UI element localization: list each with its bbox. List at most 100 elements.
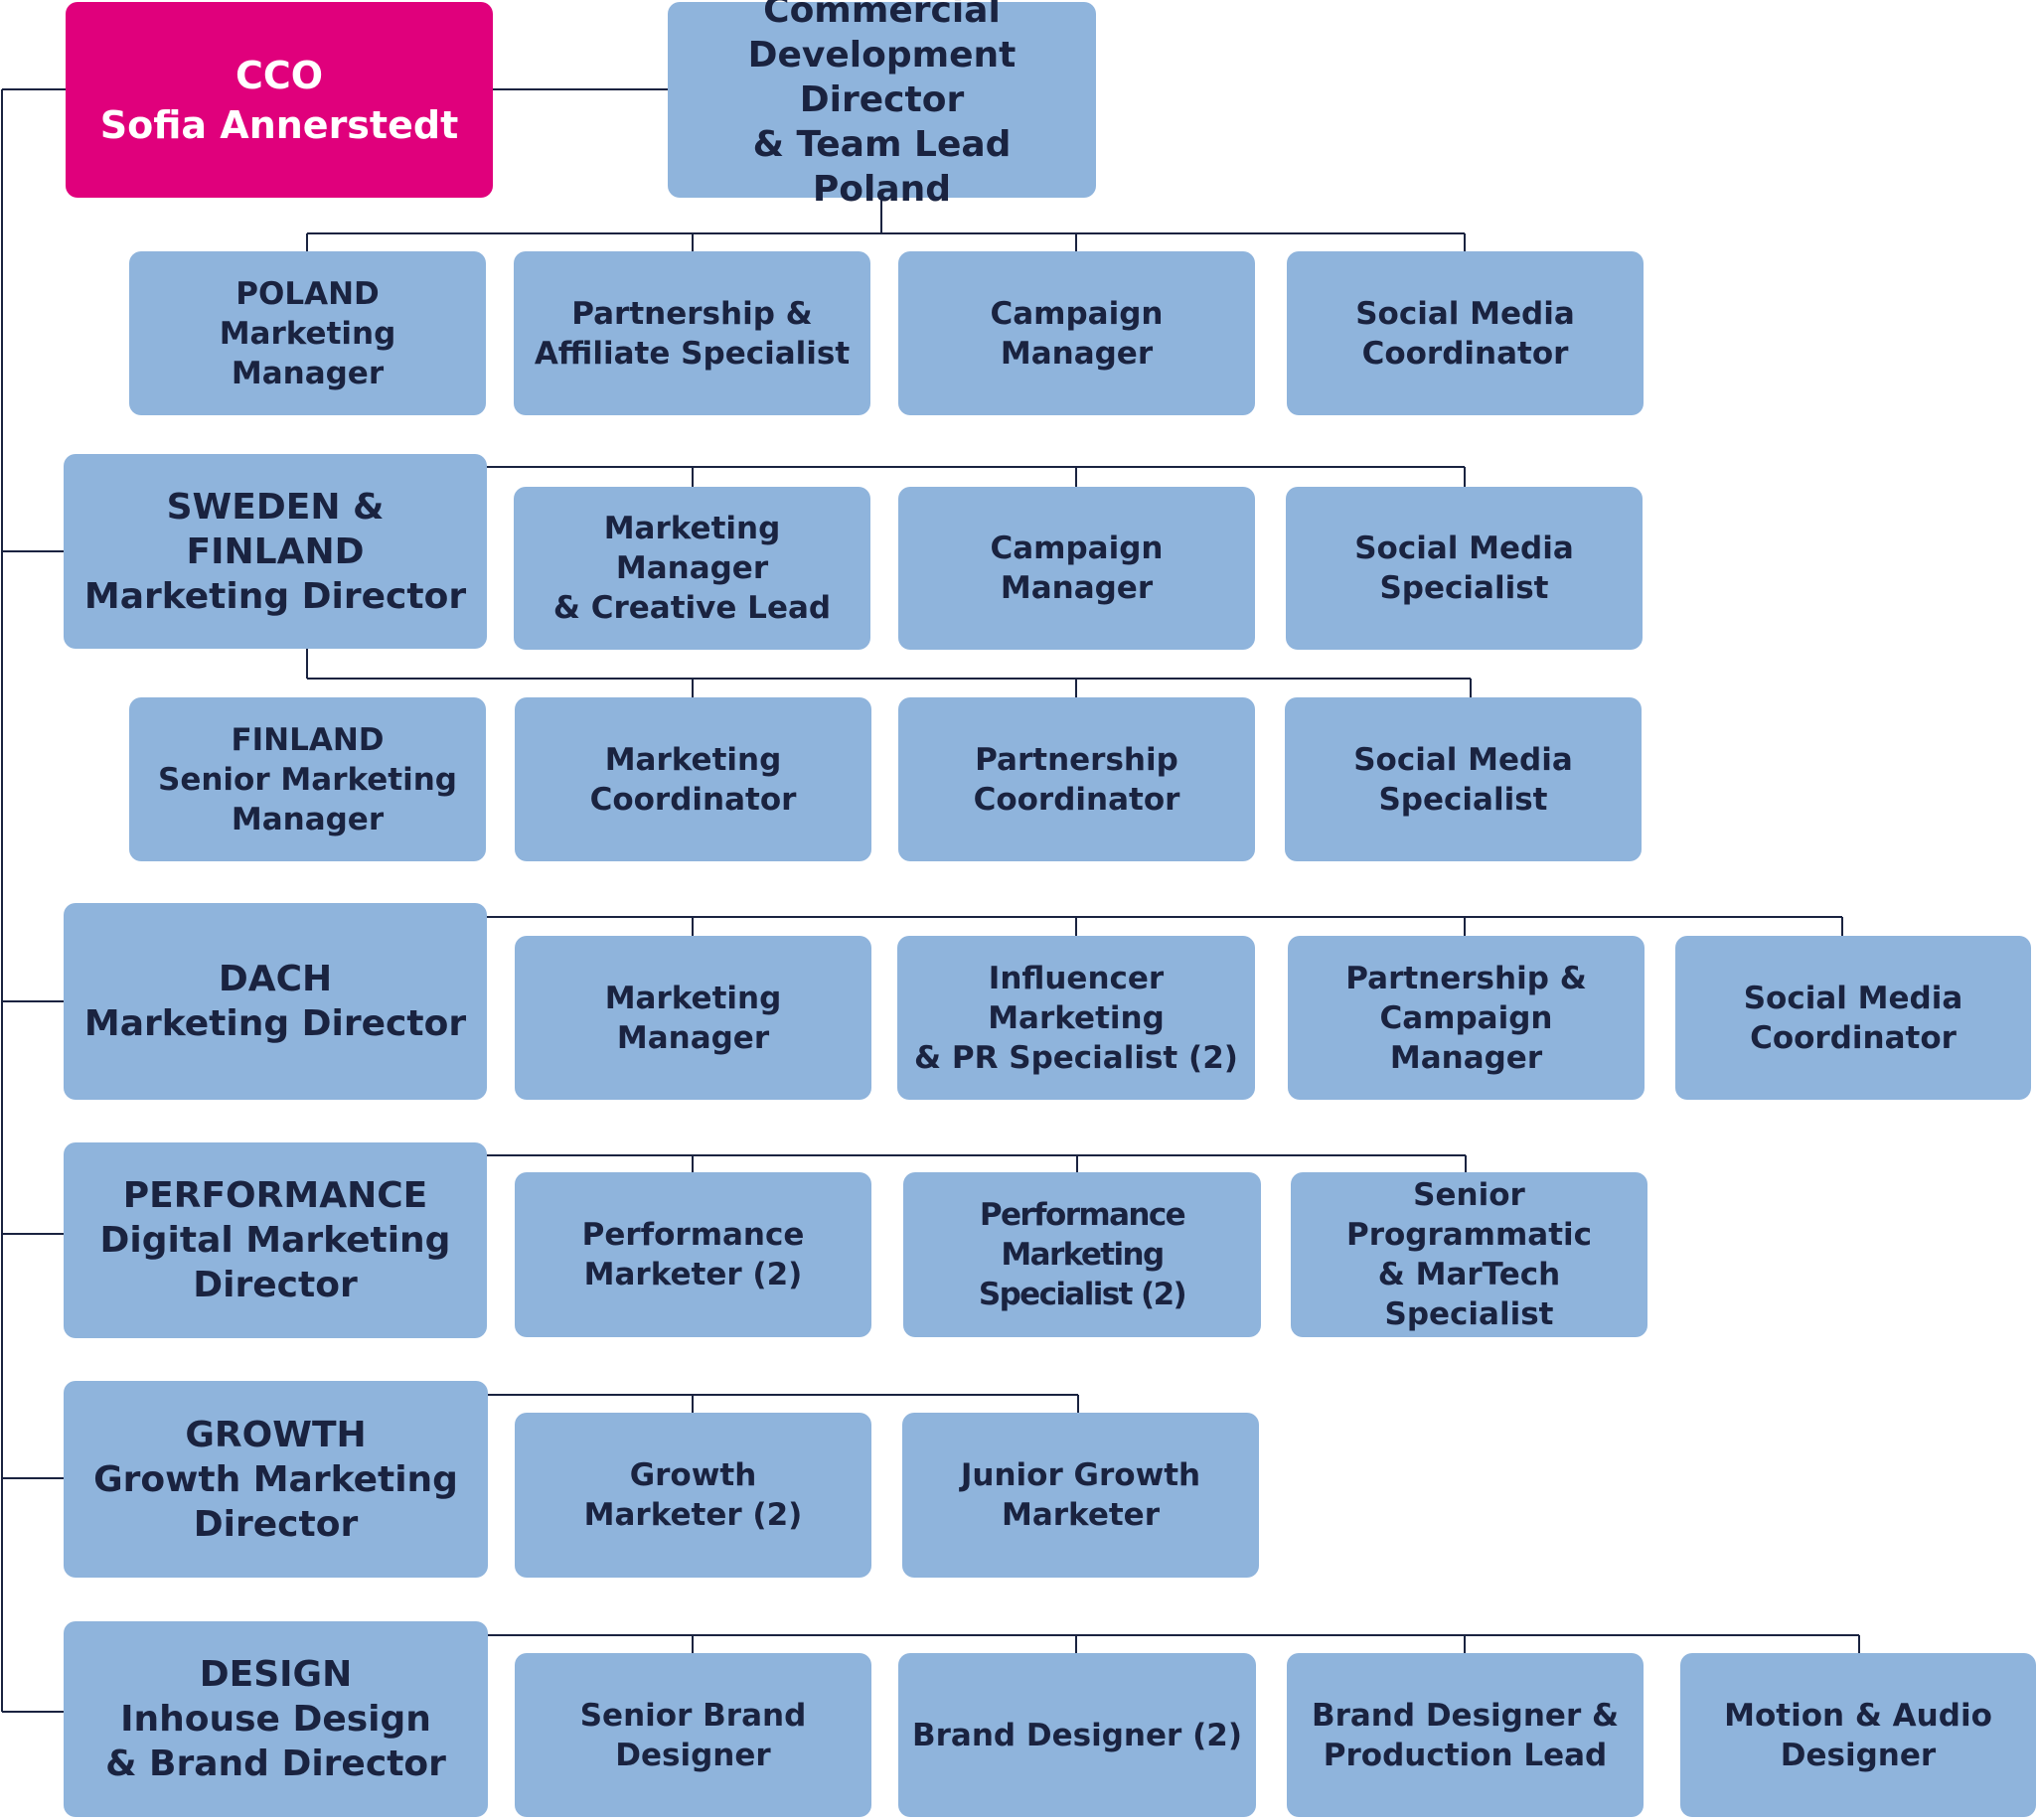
partnership-campaign-manager-box: Partnership & Campaign Manager (1288, 936, 1645, 1100)
performance-marketing-specialist-box: Performance Marketing Specialist (2) (903, 1172, 1261, 1337)
box-line: Social Media (1355, 295, 1575, 332)
performance-marketer-box: Performance Marketer (2) (515, 1172, 871, 1337)
box-line: Senior Programmatic (1345, 1177, 1593, 1253)
sweden-campaign-manager-box: Campaign Manager (898, 487, 1255, 650)
box-line: Digital Marketing (99, 1220, 451, 1261)
cco-box: CCO Sofia Annerstedt (66, 2, 493, 198)
poland-marketing-manager-box: POLAND Marketing Manager (129, 251, 486, 415)
box-line: Partnership & (1345, 960, 1587, 996)
cco-name: Sofia Annerstedt (99, 102, 459, 147)
finland-bus-line (306, 649, 1472, 697)
box-line: Director (193, 1503, 359, 1545)
box-line: Social Media (1354, 531, 1574, 566)
growth-director-box: GROWTH Growth Marketing Director (64, 1381, 488, 1578)
motion-audio-designer-box: Motion & Audio Designer (1680, 1653, 2036, 1817)
box-line: Inhouse Design (120, 1699, 431, 1740)
box-line: Marketer (1001, 1497, 1160, 1533)
box-line: Partnership & (571, 295, 813, 332)
box-line: Designer (1780, 1737, 1937, 1773)
box-line: Performance Marketing (979, 1197, 1186, 1273)
poland-social-media-coordinator-box: Social Media Coordinator (1287, 251, 1644, 415)
box-line: Marketing (604, 741, 782, 778)
dach-director-box: DACH Marketing Director (64, 903, 487, 1100)
box-line: PERFORMANCE (122, 1175, 428, 1216)
box-line: Marketing Director (83, 1003, 467, 1044)
box-line: & Brand Director (105, 1744, 446, 1784)
poland-bus-line (306, 197, 1466, 251)
box-line: Campaign Manager (990, 531, 1164, 606)
box-line: Partnership (975, 741, 1178, 778)
marketing-manager-creative-lead-box: Marketing Manager & Creative Lead (514, 487, 870, 650)
box-line: Motion & Audio (1724, 1697, 1992, 1734)
box-line: Commercial (763, 0, 1001, 31)
box-line: Designer (615, 1737, 771, 1773)
poland-campaign-manager-box: Campaign Manager (898, 251, 1255, 415)
box-line: Senior Brand (579, 1697, 807, 1734)
design-director-box: DESIGN Inhouse Design & Brand Director (64, 1621, 488, 1817)
box-line: GROWTH (185, 1414, 367, 1455)
dach-bus-line (487, 916, 1843, 936)
senior-brand-designer-box: Senior Brand Designer (515, 1653, 871, 1817)
box-line: FINLAND (231, 721, 385, 758)
finland-senior-marketing-manager-box: FINLAND Senior Marketing Manager (129, 697, 486, 861)
box-line: & PR Specialist (2) (914, 1039, 1238, 1076)
box-line: Marketing Manager (603, 511, 781, 586)
box-line: & MarTech Specialist (1377, 1257, 1561, 1332)
box-line: Social Media (1743, 980, 1963, 1016)
box-line: Brand Designer & (1311, 1697, 1620, 1734)
box-line: DESIGN (199, 1654, 353, 1695)
box-line: Growth (629, 1457, 757, 1493)
box-line: Influencer Marketing (988, 960, 1165, 1036)
performance-director-box: PERFORMANCE Digital Marketing Director (64, 1142, 487, 1338)
brand-designer-production-lead-box: Brand Designer & Production Lead (1287, 1653, 1644, 1817)
box-line: Coordinator (1361, 335, 1569, 372)
box-line: POLAND (235, 275, 380, 312)
design-bus-line (487, 1634, 1860, 1653)
finland-partnership-coordinator-box: Partnership Coordinator (898, 697, 1255, 861)
box-line: Specialist (1379, 570, 1549, 606)
box-line: Development Director (747, 35, 1017, 120)
finland-social-media-specialist-box: Social Media Specialist (1285, 697, 1642, 861)
box-line: Senior Marketing (158, 761, 457, 798)
partnership-affiliate-specialist-box: Partnership & Affiliate Specialist (514, 251, 870, 415)
box-line: Campaign Manager (1379, 999, 1553, 1076)
growth-marketer-box: Growth Marketer (2) (515, 1413, 871, 1578)
programmatic-martech-specialist-box: Senior Programmatic & MarTech Specialist (1291, 1172, 1647, 1337)
box-line: Specialist (2) (978, 1277, 1187, 1312)
box-line: DACH (218, 959, 333, 999)
box-line: Performance (581, 1217, 805, 1253)
box-line: Marketer (2) (583, 1257, 803, 1292)
influencer-pr-specialist-box: Influencer Marketing & PR Specialist (2) (897, 936, 1255, 1100)
commercial-director-box: Commercial Development Director & Team L… (668, 0, 1096, 210)
sweden-bus-line (487, 466, 1466, 487)
box-line: Marketing Director (83, 575, 467, 617)
box-line: Manager (231, 801, 385, 837)
sweden-finland-director-box: SWEDEN & FINLAND Marketing Director (64, 454, 487, 649)
dach-social-media-coordinator-box: Social Media Coordinator (1675, 936, 2031, 1100)
box-line: Growth Marketing (93, 1458, 458, 1500)
box-line: Coordinator (973, 781, 1180, 818)
box-line: Marketing Manager (219, 315, 396, 391)
box-line: Production Lead (1323, 1737, 1608, 1773)
box-line: Director (193, 1265, 358, 1305)
growth-bus-line (487, 1394, 1079, 1413)
box-line: Brand Designer (2) (912, 1717, 1242, 1753)
box-line: & Team Lead Poland (752, 124, 1012, 210)
box-line: Coordinator (589, 781, 797, 818)
cco-title: CCO (235, 53, 324, 97)
performance-bus-line (487, 1154, 1467, 1172)
box-line: Affiliate Specialist (534, 335, 851, 372)
dach-marketing-manager-box: Marketing Manager (515, 936, 871, 1100)
finland-marketing-coordinator-box: Marketing Coordinator (515, 697, 871, 861)
box-line: Social Media (1353, 741, 1573, 778)
box-line: Specialist (1378, 781, 1548, 818)
box-line: Junior Growth (960, 1457, 1201, 1493)
box-line: SWEDEN & FINLAND (166, 486, 385, 572)
box-line: Campaign Manager (990, 295, 1164, 372)
brand-designer-box: Brand Designer (2) (898, 1653, 1256, 1817)
box-line: Coordinator (1750, 1019, 1957, 1056)
box-line: Marketing Manager (604, 980, 782, 1056)
box-line: & Creative Lead (552, 590, 832, 626)
